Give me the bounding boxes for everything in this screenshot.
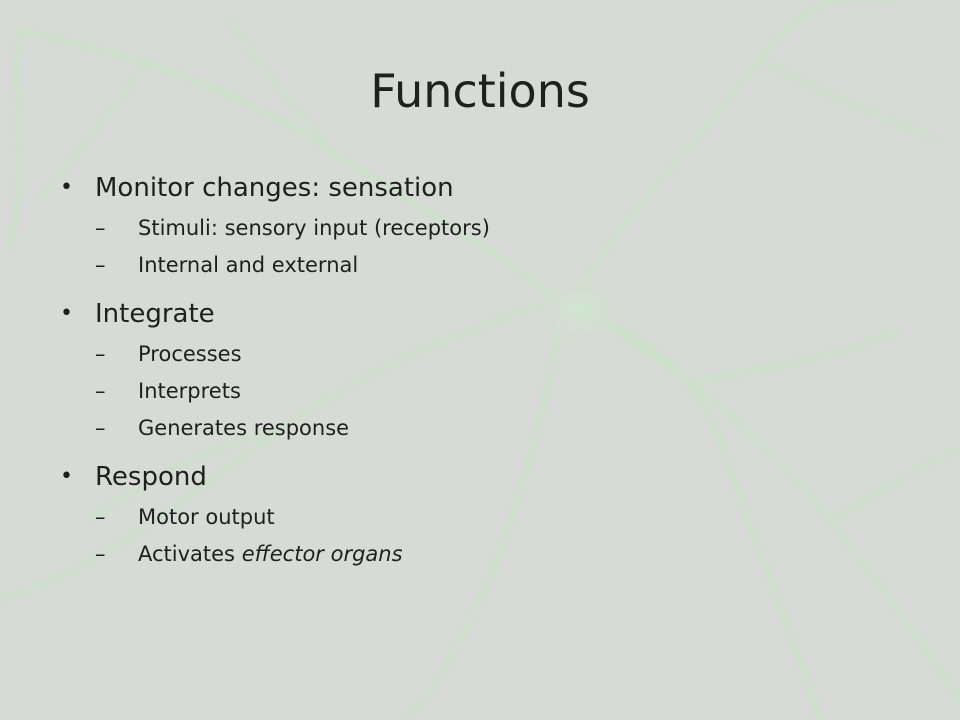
sub-item-label: Motor output bbox=[138, 505, 275, 529]
sub-item-label-italic: effector organs bbox=[241, 542, 403, 566]
sub-item: – Activates effector organs bbox=[95, 536, 920, 573]
bullet-icon: • bbox=[60, 301, 73, 326]
dash-icon: – bbox=[95, 253, 106, 277]
dash-icon: – bbox=[95, 416, 106, 440]
bullet-list: • Monitor changes: sensation – Stimuli: … bbox=[60, 168, 920, 573]
sub-item-label-plain: Activates bbox=[138, 542, 242, 566]
bullet-item: • Monitor changes: sensation – Stimuli: … bbox=[60, 168, 920, 284]
sub-item-label: Stimuli: sensory input (receptors) bbox=[138, 216, 490, 240]
sub-list: – Processes – Interprets – Generates res… bbox=[95, 336, 920, 447]
slide-title: Functions bbox=[370, 64, 590, 118]
bullet-label: Monitor changes: sensation bbox=[95, 173, 454, 203]
dash-icon: – bbox=[95, 216, 106, 240]
sub-item: – Stimuli: sensory input (receptors) bbox=[95, 210, 920, 247]
bullet-icon: • bbox=[60, 464, 73, 489]
sub-list: – Stimuli: sensory input (receptors) – I… bbox=[95, 210, 920, 284]
bullet-icon: • bbox=[60, 175, 73, 200]
dash-icon: – bbox=[95, 379, 106, 403]
sub-list: – Motor output – Activates effector orga… bbox=[95, 499, 920, 573]
dash-icon: – bbox=[95, 505, 106, 529]
dash-icon: – bbox=[95, 342, 106, 366]
sub-item-label: Generates response bbox=[138, 416, 350, 440]
sub-item-label: Interprets bbox=[138, 379, 241, 403]
sub-item: – Internal and external bbox=[95, 247, 920, 284]
sub-item: – Interprets bbox=[95, 373, 920, 410]
sub-item: – Generates response bbox=[95, 410, 920, 447]
sub-item: – Processes bbox=[95, 336, 920, 373]
sub-item-label: Processes bbox=[138, 342, 242, 366]
bullet-item: • Respond – Motor output – Activates eff… bbox=[60, 457, 920, 573]
bullet-label: Integrate bbox=[95, 299, 215, 329]
dash-icon: – bbox=[95, 542, 106, 566]
bullet-label: Respond bbox=[95, 462, 207, 492]
sub-item-label: Internal and external bbox=[138, 253, 359, 277]
sub-item: – Motor output bbox=[95, 499, 920, 536]
bullet-item: • Integrate – Processes – Interprets – G… bbox=[60, 294, 920, 447]
